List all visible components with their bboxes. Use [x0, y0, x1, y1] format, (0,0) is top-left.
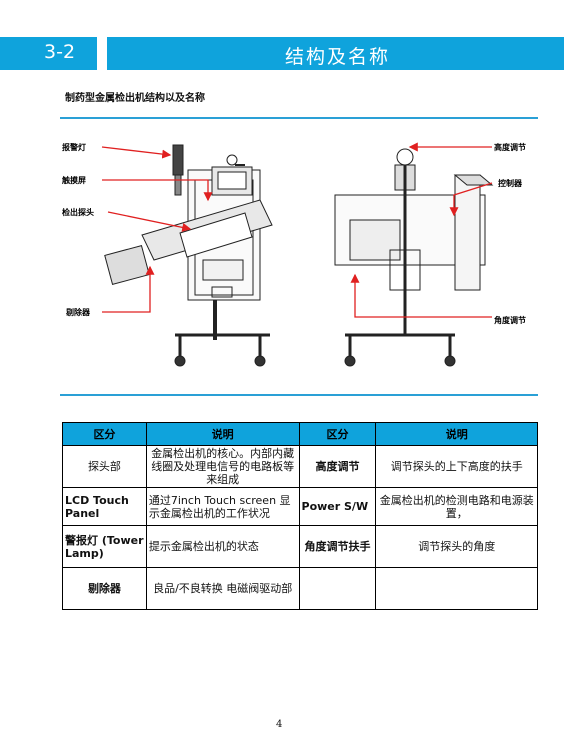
header-category-2: 区分 [298, 422, 377, 446]
label-angle-adjust: 角度调节 [494, 315, 526, 325]
label-touch-screen: 触摸屏 [62, 175, 86, 185]
label-tower-lamp: 报警灯 [62, 142, 86, 152]
cell-description: 金属检出机的检测电路和电源装置， [375, 487, 538, 526]
table-row: 剔除器 良品/不良转换 电磁阀驱动部 [62, 567, 538, 610]
header-description: 说明 [145, 422, 300, 446]
cell-category: 角度调节扶手 [298, 525, 377, 568]
cell-category [298, 567, 377, 610]
page-subtitle: 制药型金属检出机结构以及名称 [65, 93, 205, 104]
callout-arrows [101, 142, 493, 318]
page-number: 4 [276, 719, 283, 730]
section-title: 结构及名称 [285, 46, 391, 68]
cell-category: Power S/W [298, 487, 377, 526]
section-title-bar [107, 37, 564, 70]
cell-description: 通过7inch Touch screen 显示金属检出机的工作状况 [145, 487, 300, 526]
table-header-row: 区分 说明 区分 说明 [62, 422, 538, 446]
label-height-adjust: 高度调节 [494, 142, 526, 152]
cell-description [375, 567, 538, 610]
cell-description: 金属检出机的核心。内部内藏线圈及处理电信号的电路板等来组成 [145, 445, 300, 488]
label-rejector: 剔除器 [65, 307, 91, 317]
component-table: 区分 说明 区分 说明 探头部 金属检出机的核心。内部内藏线圈及处理电信号的电路… [62, 422, 538, 610]
front-view-machine [104, 144, 273, 367]
top-divider [60, 117, 538, 119]
cell-category: 剔除器 [62, 567, 147, 610]
cell-category: 高度调节 [298, 445, 377, 488]
table-row: 警报灯 (Tower Lamp) 提示金属检出机的状态 角度调节扶手 调节探头的… [62, 525, 538, 568]
label-probe: 检出探头 [62, 207, 94, 217]
section-number: 3-2 [44, 41, 76, 63]
header-description-2: 说明 [375, 422, 538, 446]
header-category: 区分 [62, 422, 147, 446]
cell-category: 警报灯 (Tower Lamp) [62, 525, 147, 568]
section-number-bar [0, 37, 97, 70]
table-row: 探头部 金属检出机的核心。内部内藏线圈及处理电信号的电路板等来组成 高度调节 调… [62, 445, 538, 488]
side-view-machine [334, 148, 494, 367]
bottom-divider [60, 394, 538, 396]
table-row: LCD Touch Panel 通过7inch Touch screen 显示金… [62, 487, 538, 526]
cell-description: 调节探头的角度 [375, 525, 538, 568]
cell-category: LCD Touch Panel [62, 487, 147, 526]
machine-diagram: 报警灯 触摸屏 检出探头 剔除器 高度调节 控制器 角度调节 [62, 142, 526, 367]
cell-description: 良品/不良转换 电磁阀驱动部 [145, 567, 300, 610]
cell-category: 探头部 [62, 445, 147, 488]
cell-description: 调节探头的上下高度的扶手 [375, 445, 538, 488]
label-control-box: 控制器 [498, 178, 523, 188]
cell-description: 提示金属检出机的状态 [145, 525, 300, 568]
